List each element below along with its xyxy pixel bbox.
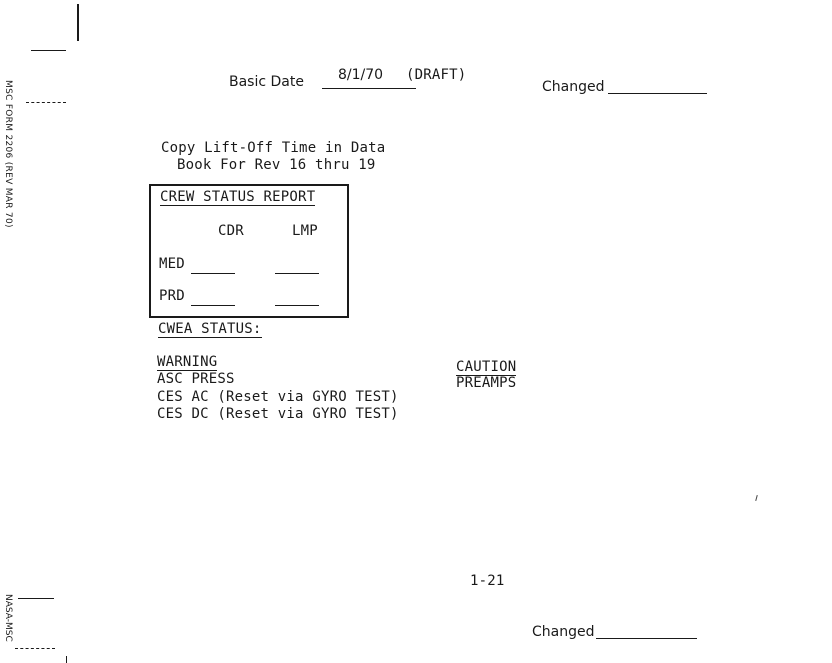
med-lmp-blank[interactable] [275, 273, 319, 274]
basic-date-label: Basic Date [229, 74, 304, 90]
instruction-line-2: Book For Rev 16 thru 19 [177, 157, 376, 173]
changed-label: Changed [542, 79, 605, 95]
row-med-label: MED [159, 256, 185, 272]
row-prd-label: PRD [159, 288, 185, 304]
column-lmp: LMP [292, 223, 318, 239]
warning-item: CES AC (Reset via GYRO TEST) [157, 389, 399, 405]
bottom-vertical-tick [66, 656, 67, 663]
nasa-msc-label: NASA-MSC [3, 594, 13, 642]
caution-heading: CAUTION [456, 359, 517, 376]
bottom-left-tick [18, 598, 54, 599]
footer-changed-underline [596, 638, 697, 639]
top-left-tick [31, 50, 66, 51]
stray-mark [755, 494, 758, 502]
crew-status-title-text: CREW STATUS REPORT [160, 189, 316, 206]
cwea-status-title-text: CWEA STATUS: [158, 321, 262, 338]
page-number: 1-21 [470, 573, 505, 589]
bottom-left-dashes [15, 648, 55, 650]
footer-changed-label: Changed [532, 624, 595, 640]
cwea-status-title: CWEA STATUS: [158, 321, 262, 338]
warning-item: ASC PRESS [157, 371, 235, 387]
med-cdr-blank[interactable] [191, 273, 235, 274]
top-vertical-rule [77, 4, 79, 41]
basic-date-underline [322, 88, 416, 89]
prd-lmp-blank[interactable] [275, 305, 319, 306]
warning-heading: WARNING [157, 354, 218, 371]
caution-heading-text: CAUTION [456, 359, 517, 376]
draft-label: (DRAFT) [406, 67, 467, 83]
crew-status-title: CREW STATUS REPORT [160, 189, 316, 206]
form-number-label: MSC FORM 2206 (REV MAR 70) [3, 80, 13, 228]
caution-item: PREAMPS [456, 375, 517, 391]
changed-underline [608, 93, 707, 94]
basic-date-value: 8/1/70 [338, 67, 384, 83]
instruction-line-1: Copy Lift-Off Time in Data [161, 140, 386, 156]
warning-item: CES DC (Reset via GYRO TEST) [157, 406, 399, 422]
column-cdr: CDR [218, 223, 244, 239]
top-left-dashes [26, 102, 66, 104]
prd-cdr-blank[interactable] [191, 305, 235, 306]
warning-heading-text: WARNING [157, 354, 218, 371]
crew-status-box [149, 184, 349, 318]
